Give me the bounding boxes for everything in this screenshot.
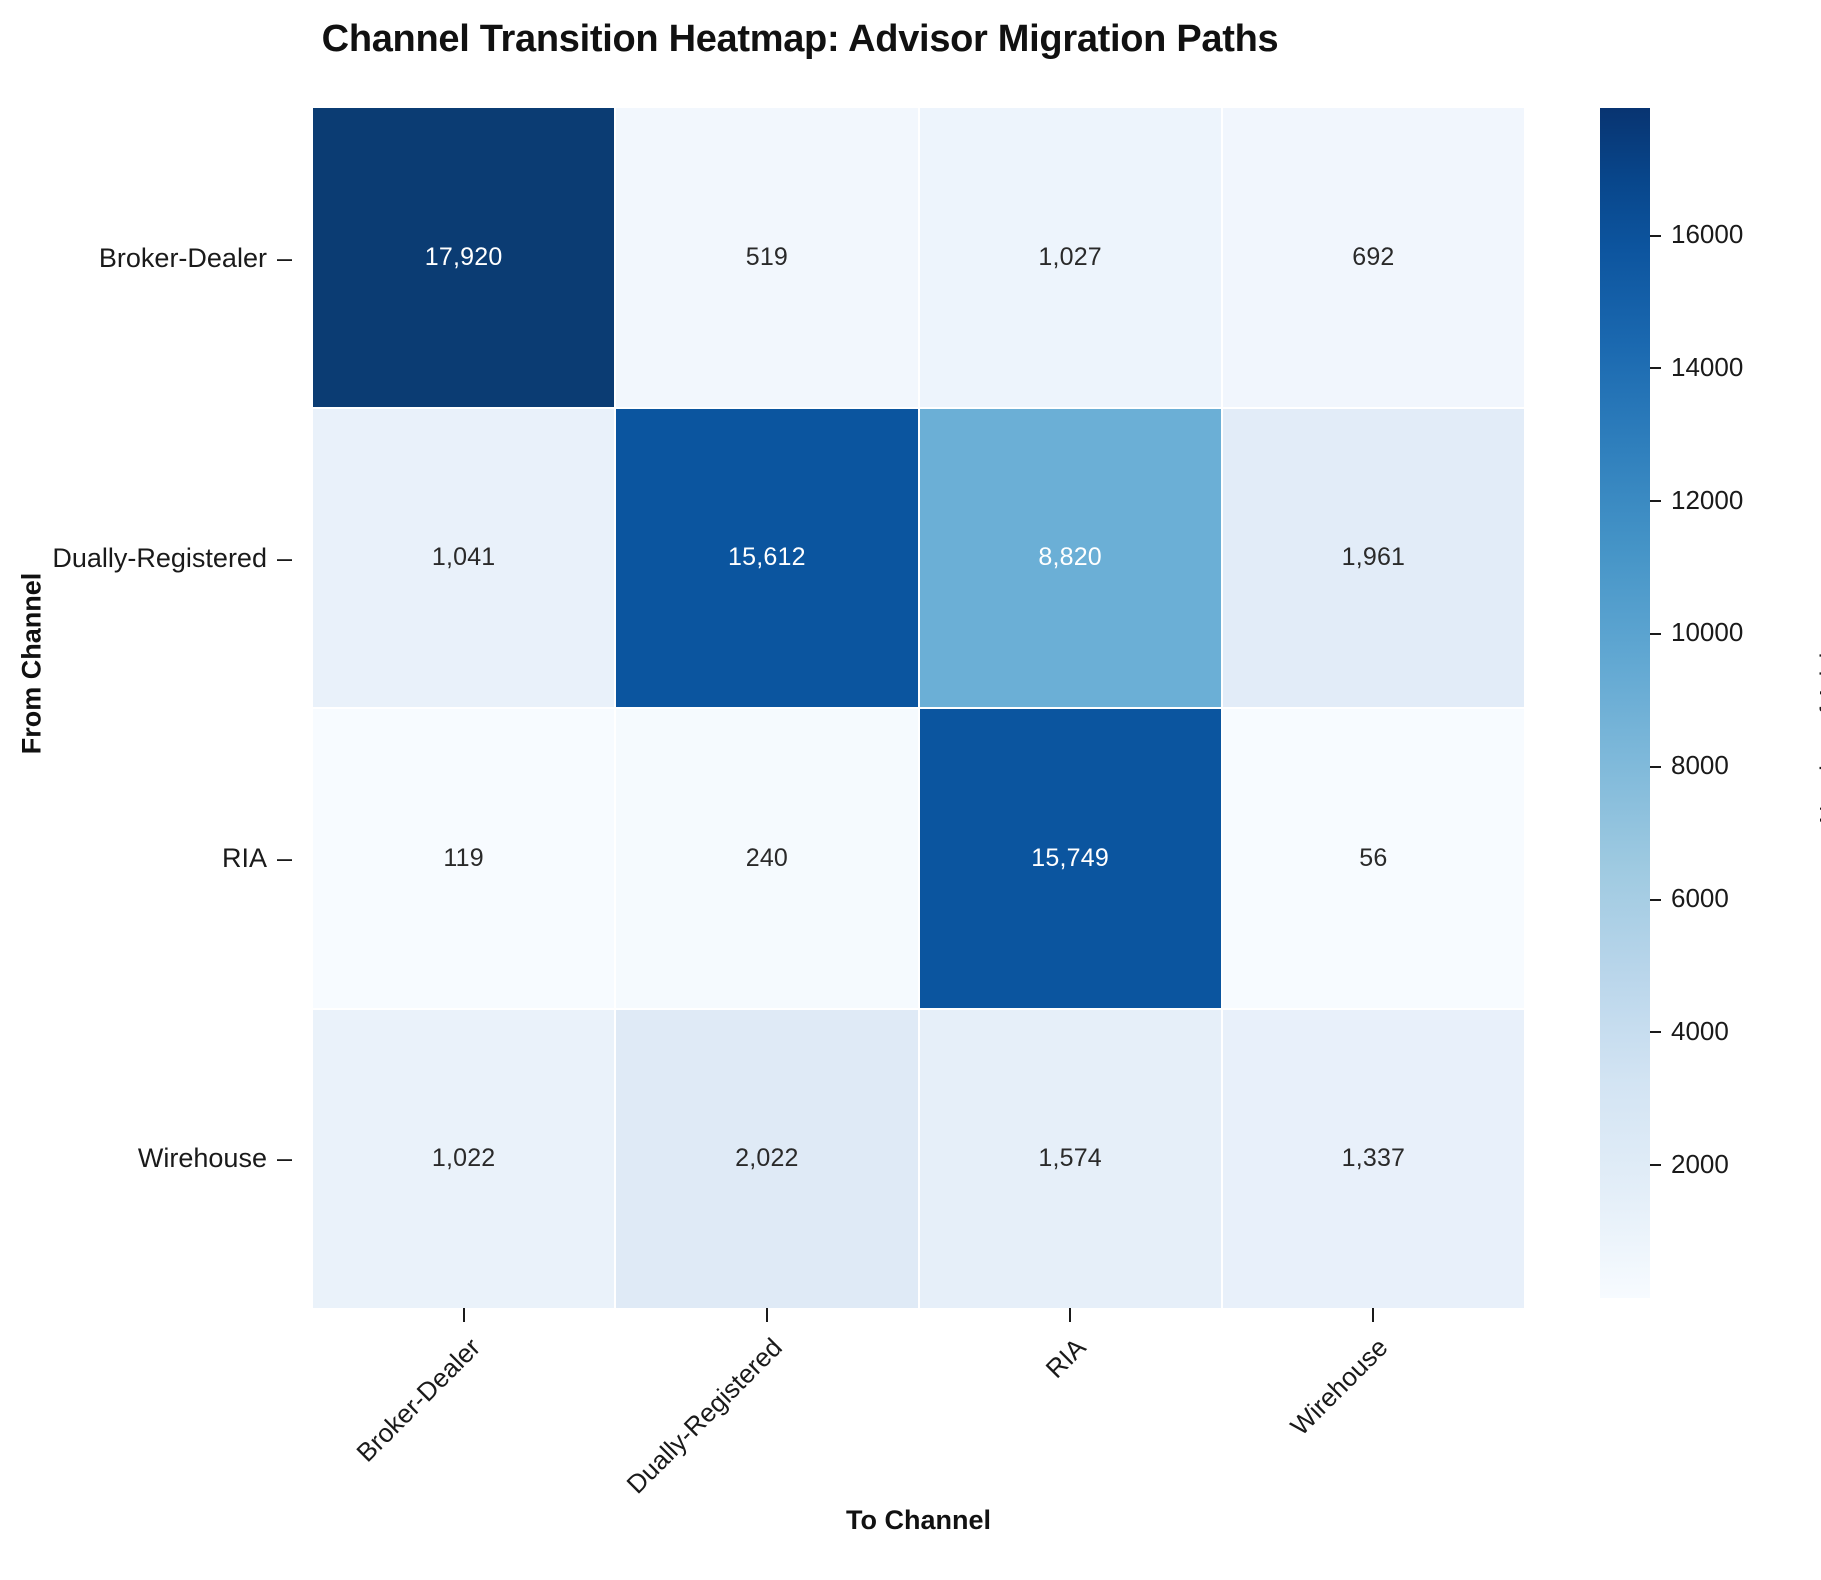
colorbar — [1600, 108, 1650, 1298]
x-axis-tick-labels: Broker-Dealer Dually-Registered RIA Wirehou… — [313, 1326, 1524, 1506]
x-axis-tick-slot: RIA — [919, 1326, 1222, 1506]
colorbar-tick-label: 6000 — [1671, 883, 1729, 914]
heatmap-cell[interactable]: 519 — [616, 108, 918, 407]
y-axis-tick-label: RIA– — [221, 842, 292, 873]
colorbar-tickmark — [1650, 765, 1661, 768]
colorbar-tick-label: 10000 — [1671, 617, 1744, 648]
colorbar-tickmark — [1650, 500, 1661, 503]
x-axis-tickmark-line — [1068, 1308, 1071, 1322]
heatmap-cell[interactable]: 56 — [1222, 709, 1524, 1008]
heatmap-cell[interactable]: 8,820 — [919, 408, 1221, 707]
heatmap-cell-value: 1,574 — [1038, 1144, 1102, 1173]
heatmap-cell-value: 2,022 — [735, 1144, 799, 1173]
heatmap-cell-value: 240 — [745, 843, 789, 872]
y-axis-tickmark: – — [276, 1142, 292, 1173]
y-axis-tickmark: – — [276, 542, 292, 573]
heatmap-cell[interactable]: 2,022 — [616, 1009, 918, 1308]
heatmap-cell[interactable]: 1,022 — [313, 1009, 615, 1308]
colorbar-tickmark — [1650, 898, 1661, 901]
x-axis-tickmark-line — [463, 1308, 466, 1322]
colorbar-tick-label: 14000 — [1671, 351, 1744, 382]
colorbar-tickmark — [1650, 234, 1661, 237]
x-axis-tickmark-line — [1371, 1308, 1374, 1322]
heatmap-cell[interactable]: 15,749 — [919, 709, 1221, 1008]
heatmap-cell-value: 1,961 — [1341, 543, 1406, 572]
heatmap-cell[interactable]: 1,041 — [313, 408, 615, 707]
heatmap-cell-value: 119 — [443, 843, 484, 872]
colorbar-tick-label: 8000 — [1671, 750, 1729, 781]
colorbar-tickmark — [1650, 632, 1661, 635]
x-axis-tick-slot: Dually-Registered — [616, 1326, 919, 1506]
heatmap-cell[interactable]: 1,027 — [919, 108, 1221, 407]
heatmap-cell[interactable]: 240 — [616, 709, 918, 1008]
colorbar-tick-label: 4000 — [1671, 1015, 1729, 1046]
x-axis-tick-label: RIA — [1039, 1332, 1092, 1384]
x-axis-tickmark — [1221, 1308, 1524, 1324]
y-axis-tick-label: Broker-Dealer– — [98, 242, 292, 273]
y-axis-tick-label: Dually-Registered– — [52, 542, 292, 573]
x-axis-tickmark — [313, 1308, 616, 1324]
colorbar-tickmark — [1650, 1164, 1661, 1167]
heatmap-cell-value: 1,027 — [1038, 242, 1102, 271]
heatmap-cell[interactable]: 1,337 — [1222, 1009, 1524, 1308]
x-axis-tick-label: Broker-Dealer — [349, 1332, 486, 1468]
x-axis-tickmark-line — [766, 1308, 769, 1322]
heatmap-cell-value: 692 — [1352, 242, 1395, 271]
colorbar-title: Number of Advisors — [1815, 605, 1821, 824]
heatmap-cell[interactable]: 17,920 — [313, 108, 615, 407]
y-axis-tick-label: Wirehouse– — [137, 1142, 292, 1173]
x-axis-tick-slot: Broker-Dealer — [313, 1326, 616, 1506]
plot-area: 17,920 519 1,027 692 1,041 15,612 8,820 1,961 11… — [313, 108, 1524, 1308]
heatmap-cell-value: 17,920 — [424, 242, 503, 271]
x-axis-tick-label: Dually-Registered — [620, 1332, 789, 1500]
colorbar-gradient — [1600, 108, 1650, 1298]
y-axis-tickmark: – — [276, 242, 292, 273]
heatmap-cell-value: 1,041 — [431, 543, 496, 572]
colorbar-tick-labels: 2000 4000 6000 8000 10000 12000 14000 16000 — [1650, 108, 1820, 1298]
colorbar-tick-label: 16000 — [1671, 219, 1744, 249]
colorbar-tickmark — [1650, 367, 1661, 370]
heatmap-cell-value: 56 — [1359, 843, 1388, 872]
page-title: Channel Transition Heatmap: Advisor Migr… — [321, 18, 1279, 60]
x-axis-tick-slot: Wirehouse — [1221, 1326, 1524, 1506]
x-axis-title: To Channel — [846, 1505, 991, 1535]
heatmap-cell-value: 8,820 — [1038, 543, 1102, 572]
colorbar-tickmark — [1650, 1031, 1661, 1034]
y-axis-tickmark: – — [276, 842, 292, 873]
heatmap-cell-value: 1,337 — [1341, 1144, 1406, 1173]
heatmap-grid: 17,920 519 1,027 692 1,041 15,612 8,820 1,961 11… — [313, 108, 1524, 1308]
heatmap-cell-value: 1,022 — [431, 1144, 496, 1173]
heatmap-cell-value: 15,749 — [1031, 843, 1109, 872]
heatmap-cell[interactable]: 1,574 — [919, 1009, 1221, 1308]
colorbar-tick-label: 2000 — [1671, 1148, 1729, 1179]
x-axis-tickmark — [919, 1308, 1222, 1324]
heatmap-cell-value: 519 — [745, 242, 789, 271]
y-axis-tick-labels: Broker-Dealer– Dually-Registered– RIA– Wire… — [0, 108, 300, 1308]
heatmap-cell[interactable]: 692 — [1222, 108, 1524, 407]
heatmap-cell[interactable]: 119 — [313, 709, 615, 1008]
heatmap-cell[interactable]: 15,612 — [616, 408, 918, 707]
heatmap-cell-value: 15,612 — [728, 543, 806, 572]
colorbar-tick-label: 12000 — [1671, 484, 1744, 515]
x-axis-tickmarks — [313, 1308, 1524, 1324]
x-axis-tick-label: Wirehouse — [1284, 1332, 1394, 1442]
x-axis-tickmark — [616, 1308, 919, 1324]
heatmap-cell[interactable]: 1,961 — [1222, 408, 1524, 707]
